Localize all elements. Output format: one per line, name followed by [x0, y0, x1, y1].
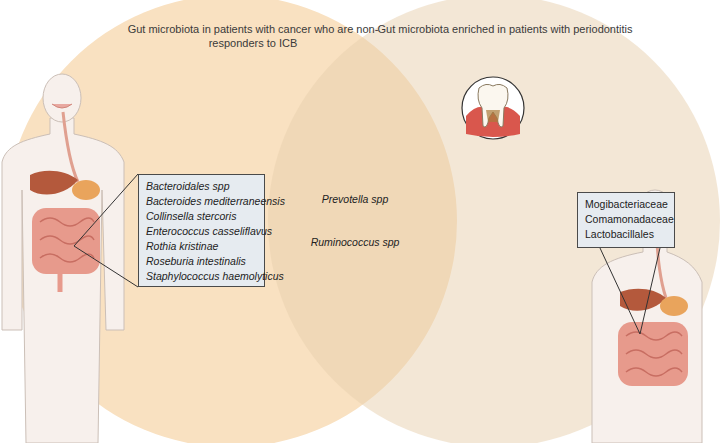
circle-fill [268, 0, 720, 443]
overlap-label: Ruminococcus spp [296, 236, 414, 248]
species-name: Bacteroides mediterraneensis [146, 194, 257, 209]
species-name: Collinsella stercoris [146, 209, 257, 224]
species-name: Roseburia intestinalis [146, 254, 257, 269]
species-name: Enterococcus casseliflavus [146, 224, 257, 239]
overlap-label: Prevotella spp [296, 193, 414, 205]
species-name: Rothia kristinae [146, 239, 257, 254]
circle-heading: Gut microbiota in patients with cancer w… [123, 22, 383, 50]
species-name: Lactobacillales [585, 227, 667, 242]
tooth-icon [462, 77, 524, 139]
species-name: Bacteroidales spp [146, 179, 257, 194]
species-name: Mogibacteriaceae [585, 197, 667, 212]
circle-heading: Gut microbiota enriched in patients with… [370, 22, 640, 36]
species-box: Bacteroidales sppBacteroides mediterrane… [138, 174, 265, 287]
species-box: MogibacteriaceaeComamonadaceaeLactobacil… [577, 192, 675, 248]
species-name: Staphylococcus haemolyticus [146, 269, 257, 284]
species-name: Comamonadaceae [585, 212, 667, 227]
